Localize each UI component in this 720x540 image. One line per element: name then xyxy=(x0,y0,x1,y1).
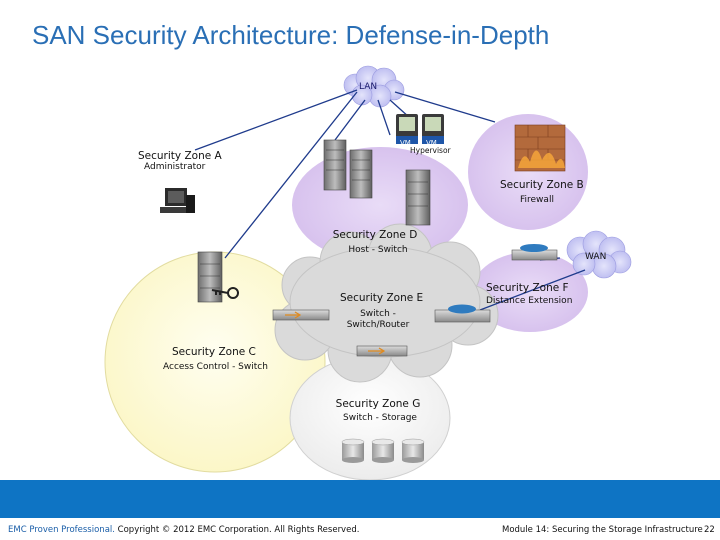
access-server-icon xyxy=(197,251,223,303)
vm-label-1: VM xyxy=(400,139,411,147)
server-rack-icon xyxy=(323,139,431,226)
footer-page-number: 22 xyxy=(704,525,715,535)
zone-e-subtitle-line1: Switch - xyxy=(360,309,396,319)
footer-copyright: EMC Proven Professional. Copyright © 201… xyxy=(8,525,359,535)
switch-zone-d-icon xyxy=(511,244,558,261)
zone-e-subtitle-line2: Switch/Router xyxy=(346,320,410,330)
wan-cloud xyxy=(566,230,632,279)
firewall-icon xyxy=(514,124,566,172)
zone-a-title: Security Zone A xyxy=(138,150,222,162)
vm-icon xyxy=(396,114,444,144)
key-icon xyxy=(211,287,239,299)
zone-e-cloud xyxy=(274,223,499,383)
page-title: SAN Security Architecture: Defense-in-De… xyxy=(32,20,550,50)
zone-g-title: Security Zone G xyxy=(335,398,421,410)
zone-f-area xyxy=(472,252,588,332)
wan-label: WAN xyxy=(585,252,607,262)
vm-label-2: VM xyxy=(426,139,437,147)
footer-brand: EMC Proven Professional. xyxy=(8,525,115,535)
zone-b-subtitle: Firewall xyxy=(520,195,554,205)
storage-disks-icon xyxy=(341,438,425,463)
footer-copyright-text: Copyright © 2012 EMC Corporation. All Ri… xyxy=(117,525,360,535)
zone-a-subtitle: Administrator xyxy=(144,162,206,172)
footer-bar xyxy=(0,480,720,518)
zone-e-title: Security Zone E xyxy=(340,292,424,304)
hypervisor-label: Hypervisor xyxy=(410,146,451,155)
zone-c-title: Security Zone C xyxy=(172,346,256,358)
zone-f-title: Security Zone F xyxy=(486,282,569,294)
switch-zone-e-left-icon xyxy=(272,309,330,321)
zone-c-subtitle: Access Control - Switch xyxy=(163,362,268,372)
architecture-diagram xyxy=(104,65,632,480)
footer-module: Module 14: Securing the Storage Infrastr… xyxy=(502,525,703,535)
zone-g-subtitle: Switch - Storage xyxy=(343,413,417,423)
switch-zone-g-icon xyxy=(356,345,408,357)
zone-d-title: Security Zone D xyxy=(332,229,418,241)
zone-d-subtitle: Host - Switch xyxy=(348,245,408,255)
router-zone-e-icon xyxy=(434,304,491,323)
lan-label: LAN xyxy=(359,82,378,92)
admin-workstation-icon xyxy=(160,188,195,213)
zone-b-title: Security Zone B xyxy=(500,179,584,191)
zone-f-subtitle: Distance Extension xyxy=(486,296,573,306)
